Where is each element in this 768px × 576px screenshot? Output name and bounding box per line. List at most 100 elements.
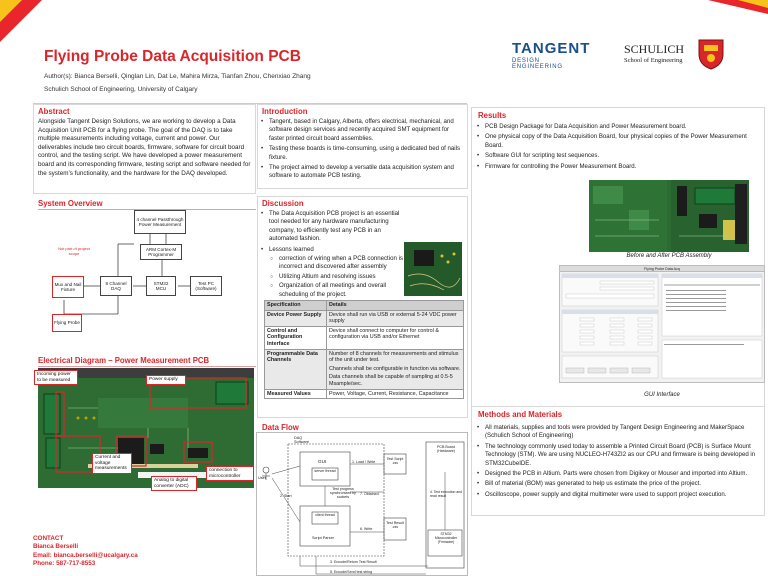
table-cell: Device shall run via USB or external 5-2… [326, 309, 464, 327]
table-row: Control and Configuration Interface Devi… [264, 325, 464, 350]
header-corner-right-yellow [738, 0, 768, 8]
passthrough-power-box: 4 channel Passthrough Power Measurement [134, 210, 186, 234]
table-cell: Device Power Supply [264, 309, 327, 327]
abstract-panel [33, 104, 256, 194]
list-item: One physical copy of the Data Acquisitio… [476, 133, 758, 150]
pcb-caption: Before and After PCB Assembly [626, 253, 712, 259]
incoming-power-label: Incoming power to be measured [34, 370, 78, 386]
spec-table: Specification Details Device Power Suppl… [264, 300, 464, 400]
methods-panel [471, 406, 765, 516]
lessons-sublist: correction of wiring when a PCB connecti… [269, 255, 410, 299]
contact-heading: CONTACT [33, 535, 64, 542]
poster-title: Flying Probe Data Acquisition PCB [44, 48, 301, 65]
table-row: Device Power Supply Device shall run via… [264, 309, 464, 327]
tangent-logo: TANGENT DESIGN ENGINEERING [512, 40, 592, 70]
introduction-panel [257, 104, 468, 189]
list-item: Oscilloscope, power supply and digital m… [476, 491, 760, 500]
methods-list: All materials, supplies and tools were p… [476, 424, 760, 501]
data-flow-diagram [256, 432, 468, 576]
df-server-thread: server thread [314, 469, 336, 473]
table-header-cell: Specification [264, 300, 327, 311]
list-item: Lessons learned correction of wiring whe… [260, 246, 410, 299]
list-item: The technology commonly used today to as… [476, 443, 760, 468]
before-after-pcb-photo [589, 180, 749, 252]
df-obtained: 7. Obtained [360, 492, 379, 496]
df-encode-send: 5. Encode/Send test string [330, 570, 373, 574]
electrical-rule [38, 366, 256, 367]
introduction-list: Tangent, based in Calgary, Alberta, offe… [260, 118, 464, 183]
list-item: Organization of all meetings and overall… [269, 282, 410, 299]
contact-phone: Phone: 587-717-8553 [33, 559, 96, 567]
discussion-heading: Discussion [262, 199, 304, 208]
schulich-logo-sub: School of Engineering [624, 57, 683, 64]
mcu-box: STM32 MCU [146, 276, 176, 296]
system-overview-heading: System Overview [38, 199, 103, 208]
list-item: All materials, supplies and tools were p… [476, 424, 760, 441]
list-item: Tangent, based in Calgary, Alberta, offe… [260, 118, 464, 143]
list-item: Testing these boards is time-consuming, … [260, 145, 464, 162]
list-item: Designed the PCB in Altium. Parts were c… [476, 470, 760, 479]
header-divider-left [33, 103, 263, 104]
header-divider-mid [257, 103, 467, 104]
contact-block: CONTACT Bianca Berselli Email: bianca.be… [33, 535, 138, 568]
table-cell: Number of 8 channels for measurements an… [326, 348, 464, 390]
not-in-scope-note: Not part of project scope [52, 244, 96, 258]
list-item: PCB Design Package for Data Acquisition … [476, 123, 758, 132]
list-item: Utilizing Altium and resolving issues [269, 273, 410, 282]
lessons-learned-label: Lessons learned [269, 245, 314, 253]
table-row: Measured Values Power, Voltage, Current,… [264, 388, 464, 400]
list-item: Software GUI for scripting test sequence… [476, 152, 758, 161]
df-user: User [258, 476, 267, 480]
daq-box: 8 Channel DAQ [100, 276, 132, 296]
table-header-row: Specification Details [264, 300, 464, 311]
methods-heading: Methods and Materials [478, 410, 563, 419]
flying-probe-box: Flying Probe [52, 314, 82, 332]
df-stm32: STM32 Microcontroller (Firmware) [434, 532, 458, 544]
df-progress: Test progress synchronized by sockets [330, 487, 356, 500]
results-heading: Results [478, 111, 507, 120]
schulich-logo: SCHULICH School of Engineering [624, 42, 694, 64]
df-exec-read: 4. Test execution and read result [430, 490, 462, 498]
header-corner-yellow [0, 0, 22, 22]
table-header-cell: Details [326, 300, 464, 311]
rework-pcb-photo [404, 242, 462, 296]
adc-label: Analog to digital converter (ADC) [151, 476, 197, 492]
table-row: Programmable Data Channels Number of 8 c… [264, 348, 464, 390]
list-item: Bill of material (BOM) was generated to … [476, 480, 760, 489]
df-start: 2. Start [280, 494, 292, 498]
electrical-heading: Electrical Diagram – Power Measurement P… [38, 356, 210, 365]
affiliation: Schulich School of Engineering, Universi… [44, 86, 198, 93]
abstract-text: Alongside Tangent Design Solutions, we a… [38, 118, 251, 177]
table-cell: Device shall connect to computer for con… [326, 325, 464, 350]
df-test-result: Test Result .csv [386, 521, 404, 530]
gui-screenshot-body [561, 273, 763, 379]
df-encode-return: 3. Encode/Return Test Result [330, 560, 377, 564]
table-cell: Power, Voltage, Current, Resistance, Cap… [326, 388, 464, 400]
mux-fixture-box: Mux and Nail Fixture [52, 276, 84, 298]
abstract-heading: Abstract [38, 107, 70, 116]
data-flow-heading: Data Flow [262, 423, 299, 432]
table-cell: Measured Values [264, 388, 327, 400]
discussion-list: The Data Acquisition PCB project is an e… [260, 210, 410, 301]
list-item: Firmware for controlling the Power Measu… [476, 163, 758, 172]
df-test-script: Test Script .csv [386, 457, 404, 466]
power-supply-label: Power supply [146, 375, 186, 385]
list-item: The project aimed to develop a versatile… [260, 164, 464, 181]
df-script-parser: Script Parser [312, 536, 334, 540]
df-daq-software: DAQ Software [294, 436, 309, 445]
gui-titlebar: Flying Probe Data Acq [560, 266, 764, 272]
arm-programmer-box: ARM Cortex-M Programmer [140, 244, 182, 260]
tangent-logo-main: TANGENT [512, 40, 591, 57]
authors: Author(s): Bianca Berselli, Qinglan Lin,… [44, 73, 311, 80]
df-pcb-board: PCB Board (Hardware) [437, 445, 455, 454]
contact-email[interactable]: Email: bianca.berselli@ucalgary.ca [33, 551, 138, 559]
df-write: 6. Write [360, 527, 373, 531]
gui-caption: GUI Interface [644, 392, 680, 398]
system-overview-rule [38, 209, 256, 210]
list-item: The Data Acquisition PCB project is an e… [260, 210, 410, 244]
table-cell-line: Channels shall be configurable in functi… [329, 365, 461, 372]
table-cell: Programmable Data Channels [264, 348, 327, 390]
df-load-write: 1. Load / Write [352, 460, 376, 464]
schulich-logo-main: SCHULICH [624, 42, 685, 56]
results-list: PCB Design Package for Data Acquisition … [476, 123, 758, 173]
